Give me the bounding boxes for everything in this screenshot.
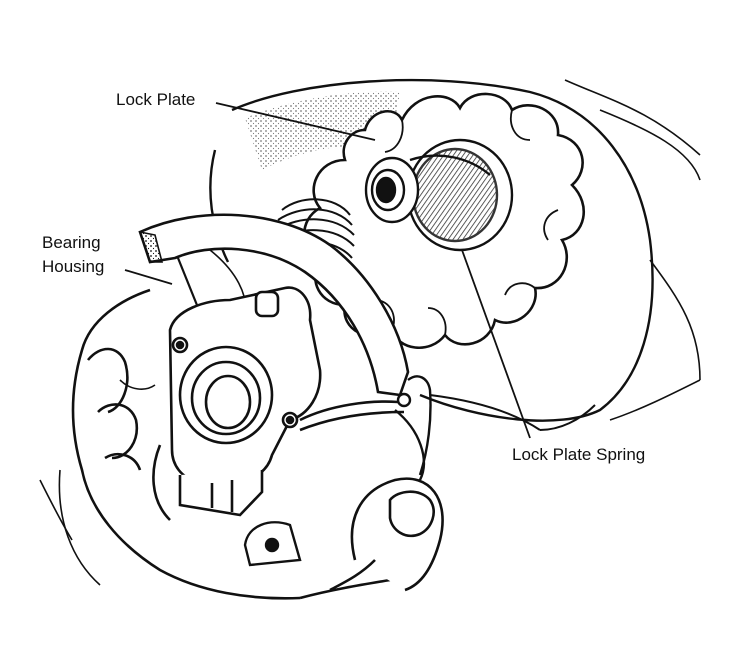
- leader-lock-plate-spring: [461, 249, 531, 439]
- lock-plate-label: Lock Plate: [116, 90, 196, 109]
- right-thumb: [329, 477, 444, 592]
- left-hand: [39, 288, 391, 600]
- steering-column-disc: [209, 78, 701, 422]
- lock-plate-spring: [394, 375, 432, 481]
- bearing-housing-label-line1: Bearing: [42, 233, 101, 252]
- leader-lock-plate: [215, 102, 376, 141]
- mounting-tab: [243, 521, 302, 567]
- column-outline: [429, 394, 596, 431]
- lock-plate-spring-label: Lock Plate Spring: [512, 445, 646, 464]
- steering-shaft: [364, 138, 514, 252]
- leader-bearing-housing: [124, 269, 173, 285]
- bearing-housing-label-line2: Housing: [42, 257, 105, 276]
- leader-lines: [124, 102, 531, 439]
- bearing-housing-body: [168, 286, 405, 517]
